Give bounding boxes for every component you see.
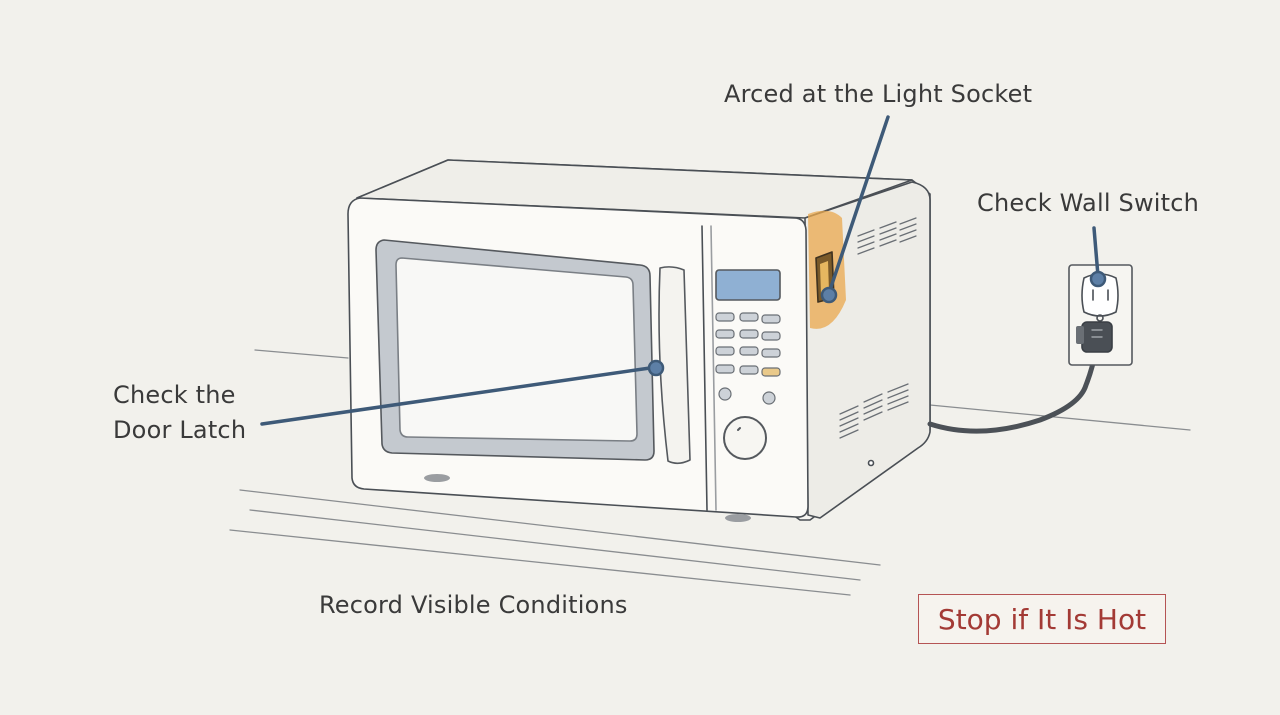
hot-warning-box: Stop if It Is Hot — [918, 594, 1166, 644]
power-cord — [927, 347, 1099, 434]
microwave-icon — [347, 159, 931, 522]
socket-callout-dot — [820, 286, 838, 304]
socket-callout-line — [827, 115, 890, 295]
door-callout-dot — [647, 359, 665, 377]
wall-callout-line — [1092, 226, 1100, 278]
plug-icon — [1076, 321, 1113, 353]
door-callout-line — [260, 366, 652, 426]
scorch-mark-icon — [808, 210, 846, 329]
door-latch-label-line1: Check the — [113, 381, 236, 409]
door-latch-label-line2: Door Latch — [113, 416, 247, 444]
record-conditions-label: Record Visible Conditions — [319, 591, 628, 619]
door-latch-label: Check the Door Latch — [113, 378, 246, 448]
light-socket-label: Arced at the Light Socket — [724, 80, 1033, 108]
control-knob-icon — [723, 416, 767, 460]
counter-lines — [229, 349, 1191, 596]
wall-callout-dot — [1089, 270, 1107, 288]
hot-warning-text: Stop if It Is Hot — [937, 602, 1147, 636]
wall-switch-label: Check Wall Switch — [977, 189, 1200, 217]
